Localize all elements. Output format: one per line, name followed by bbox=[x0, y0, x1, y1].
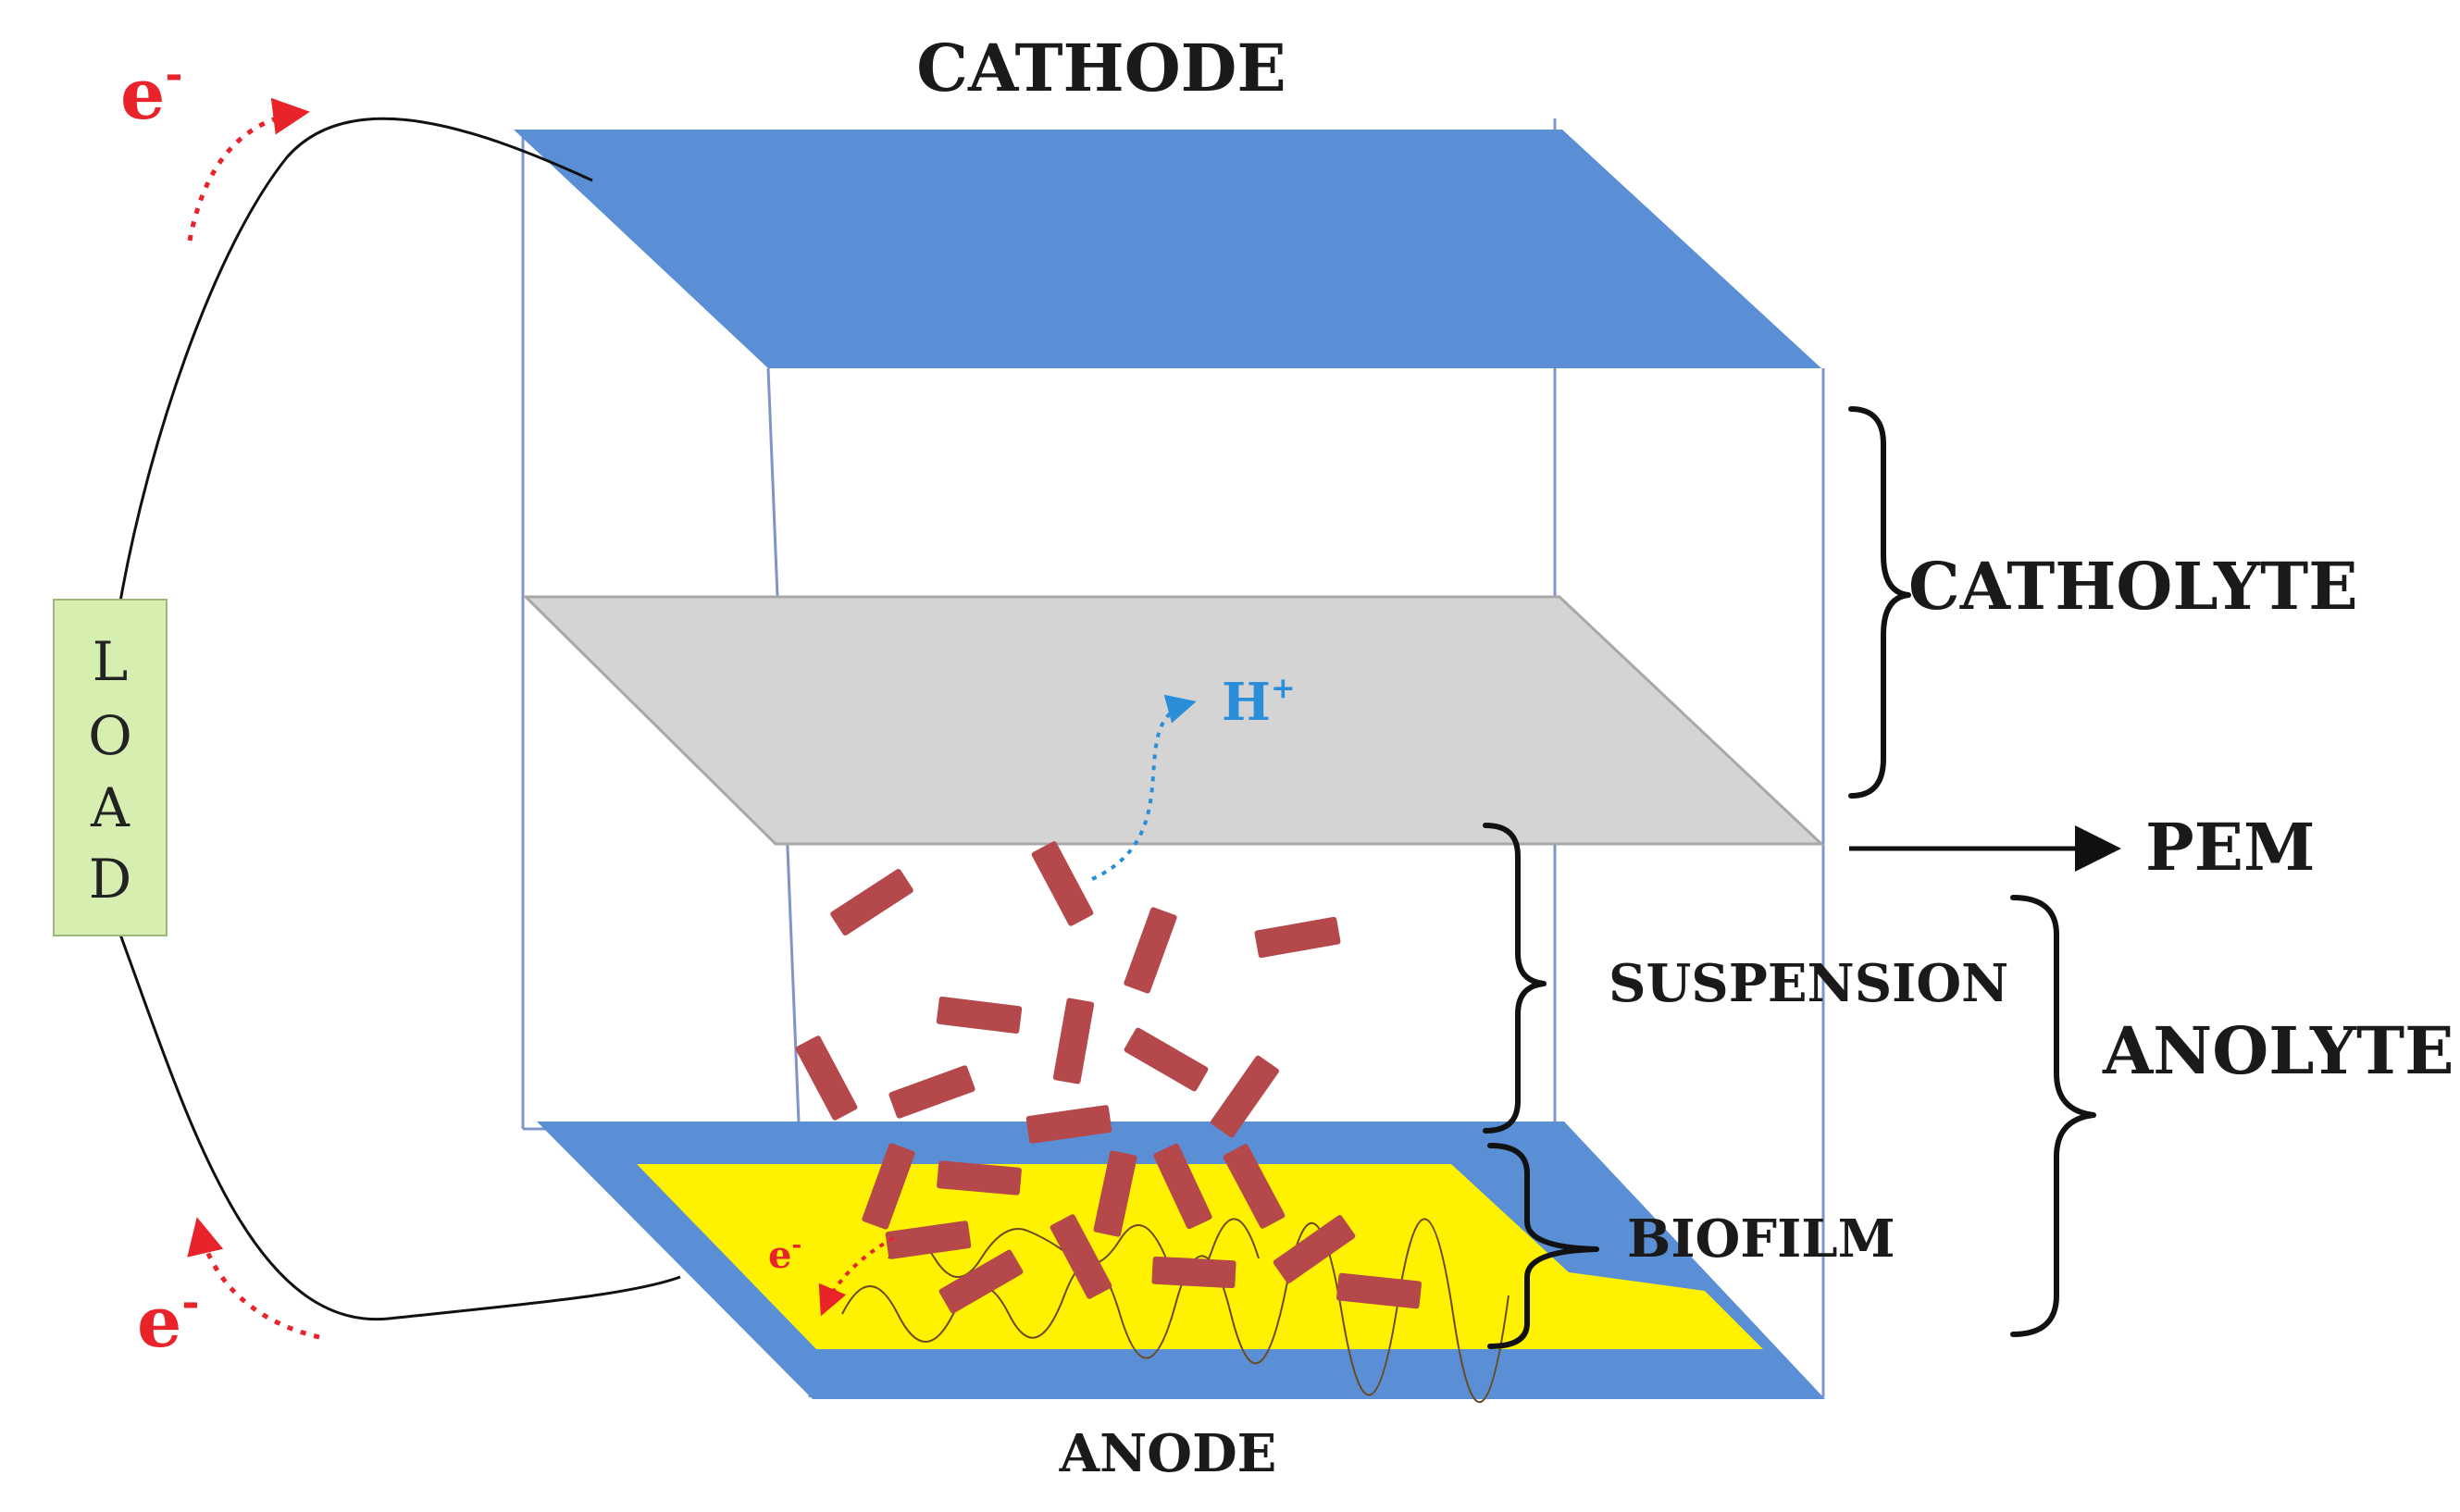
bacterium bbox=[1273, 1215, 1356, 1283]
bacterium bbox=[1124, 1027, 1209, 1092]
bacterium bbox=[1153, 1143, 1212, 1230]
catholyte-brace bbox=[1848, 406, 1911, 799]
bacterium bbox=[936, 996, 1023, 1035]
bacterium bbox=[1052, 998, 1095, 1084]
bacterium bbox=[1093, 1150, 1137, 1237]
bacteria-group bbox=[795, 841, 1423, 1314]
cathode-label: CATHODE bbox=[916, 30, 1286, 106]
load-box-rect bbox=[53, 599, 168, 936]
bacterium bbox=[1124, 907, 1177, 994]
pem-membrane bbox=[522, 595, 1825, 846]
suspension-label: SUSPENSION bbox=[1609, 953, 2008, 1014]
bacterium bbox=[937, 1160, 1022, 1196]
cathode-plate bbox=[514, 130, 1821, 368]
load-letter: L bbox=[93, 630, 129, 693]
bacterium bbox=[862, 1143, 915, 1230]
electron-label-biofilm: e- bbox=[768, 1232, 801, 1277]
wire-bottom bbox=[118, 934, 681, 1321]
biofilm-label: BIOFILM bbox=[1627, 1208, 1895, 1270]
pem-label: PEM bbox=[2145, 809, 2315, 886]
anolyte-label: ANOLYTE bbox=[2102, 1012, 2454, 1089]
electron-arrow-top bbox=[187, 97, 310, 242]
bacterium bbox=[1151, 1256, 1236, 1289]
bacterium bbox=[1223, 1144, 1286, 1229]
electron-label-top: e- bbox=[120, 49, 182, 135]
catholyte-label: CATHOLYTE bbox=[1908, 548, 2358, 625]
bacterium bbox=[1031, 841, 1094, 926]
anolyte-brace bbox=[2010, 895, 2096, 1337]
load-letter: D bbox=[89, 848, 132, 911]
bacterium bbox=[1025, 1105, 1112, 1144]
proton-label: H+ bbox=[1222, 670, 1296, 733]
bacterium bbox=[1254, 916, 1341, 959]
load-box: L O A D bbox=[53, 599, 168, 936]
proton-arrow bbox=[1091, 694, 1197, 881]
load-letter: O bbox=[88, 704, 132, 767]
wire-top bbox=[118, 117, 593, 602]
bacterium bbox=[1050, 1214, 1112, 1299]
electron-label-bottom: e- bbox=[137, 1277, 199, 1363]
suspension-brace bbox=[1483, 823, 1547, 1134]
bacterium bbox=[938, 1249, 1024, 1314]
bacterium bbox=[795, 1035, 858, 1121]
bacterium bbox=[1336, 1272, 1423, 1309]
biofilm-brace bbox=[1487, 1143, 1599, 1349]
load-letter: A bbox=[90, 776, 130, 839]
bacterium bbox=[885, 1221, 972, 1259]
bacterium bbox=[1211, 1055, 1279, 1138]
electron-arrow-bottom bbox=[187, 1217, 320, 1340]
bacterium bbox=[888, 1065, 975, 1119]
bacterium bbox=[830, 869, 913, 936]
electron-arrow-biofilm bbox=[818, 1236, 894, 1317]
anode-label: ANODE bbox=[1059, 1423, 1277, 1484]
